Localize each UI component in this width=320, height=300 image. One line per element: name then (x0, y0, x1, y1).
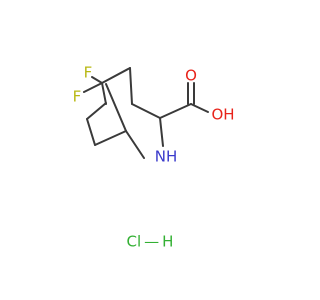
structure-canvas: F F O OH NH Cl — H (73, 64, 235, 251)
bond-c-f2 (83, 82, 103, 93)
bond-c-f1 (91, 76, 103, 84)
atom-oh: OH (211, 106, 234, 124)
hcl-salt-label: Cl — H (127, 233, 174, 251)
bond-cf2-ch2 (101, 67, 131, 84)
bond-bridgehead2-ch2 (94, 130, 127, 146)
atom-f1: F (84, 64, 93, 82)
bond-bridge-top (101, 82, 107, 105)
bond-ch2-bridgehead (86, 102, 107, 120)
bond-c3-n (159, 117, 164, 147)
molecule-drawing: F F O OH NH Cl — H (73, 64, 235, 251)
bond-ch2-ch2 (86, 118, 96, 146)
bond-c3-carboxyl (159, 103, 192, 119)
bond-ch2-bridgehead (129, 67, 133, 105)
atom-nh: NH (155, 148, 178, 166)
bond-n-bridgehead2 (125, 130, 145, 159)
bond-bridge-vertical (105, 83, 127, 132)
bond-c-oh (190, 103, 209, 113)
bond-bridgehead-c3 (131, 103, 161, 119)
atom-f2: F (73, 88, 82, 106)
atom-o-carbonyl: O (185, 67, 197, 85)
